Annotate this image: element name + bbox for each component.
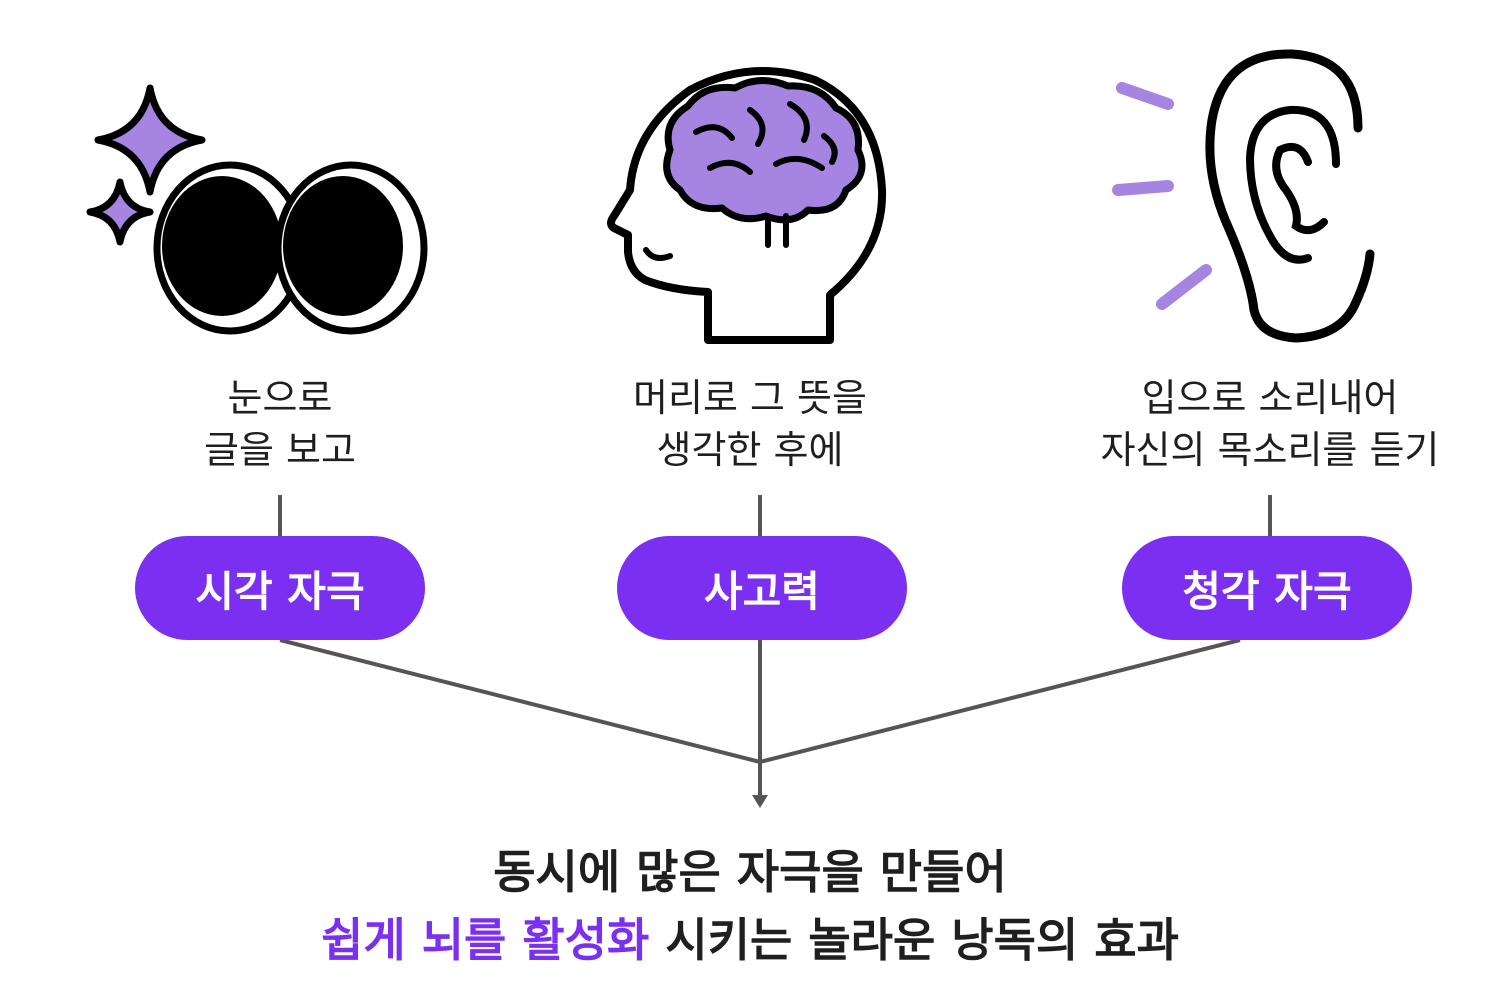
sparkle-large-icon	[94, 84, 206, 196]
caption-auditory-line1: 입으로 소리내어	[1141, 376, 1399, 420]
pill-visual-stimulus: 시각 자극	[135, 536, 425, 640]
connector-auditory-merge	[759, 638, 1241, 764]
caption-thinking: 머리로 그 뜻을 생각한 후에	[530, 372, 970, 476]
sparkle-small-icon	[86, 178, 154, 246]
connector-visual-merge	[279, 638, 761, 764]
head-brain-icon	[600, 40, 900, 350]
caption-visual: 눈으로 글을 보고	[60, 372, 500, 476]
conclusion-line2-rest: 시키는 놀라운 낭독의 효과	[649, 913, 1179, 967]
caption-thinking-line1: 머리로 그 뜻을	[633, 376, 867, 420]
pill-auditory-label: 청각 자극	[1182, 566, 1352, 616]
caption-visual-line2: 글을 보고	[204, 428, 356, 472]
eyes-sparkle-icon	[70, 70, 450, 350]
caption-auditory-line2: 자신의 목소리를 듣기	[1100, 428, 1440, 472]
arrow-down-icon	[752, 795, 768, 808]
conclusion-line1: 동시에 많은 자극을 만들어	[493, 845, 1007, 899]
caption-visual-line1: 눈으로	[227, 376, 333, 420]
brain-icon	[663, 77, 866, 224]
conclusion-text: 동시에 많은 자극을 만들어 쉽게 뇌를 활성화 시키는 놀라운 낭독의 효과	[0, 838, 1500, 974]
caption-thinking-line2: 생각한 후에	[656, 428, 844, 472]
conclusion-highlight: 쉽게 뇌를 활성화	[321, 913, 650, 967]
pill-thinking: 사고력	[617, 536, 907, 640]
conclusion-line2: 쉽게 뇌를 활성화 시키는 놀라운 낭독의 효과	[0, 906, 1500, 974]
caption-auditory: 입으로 소리내어 자신의 목소리를 듣기	[1050, 372, 1490, 476]
pill-visual-label: 시각 자극	[195, 566, 365, 616]
pill-auditory-stimulus: 청각 자극	[1122, 536, 1412, 640]
ear-sound-icon	[1100, 40, 1400, 350]
pill-thinking-label: 사고력	[704, 566, 820, 616]
